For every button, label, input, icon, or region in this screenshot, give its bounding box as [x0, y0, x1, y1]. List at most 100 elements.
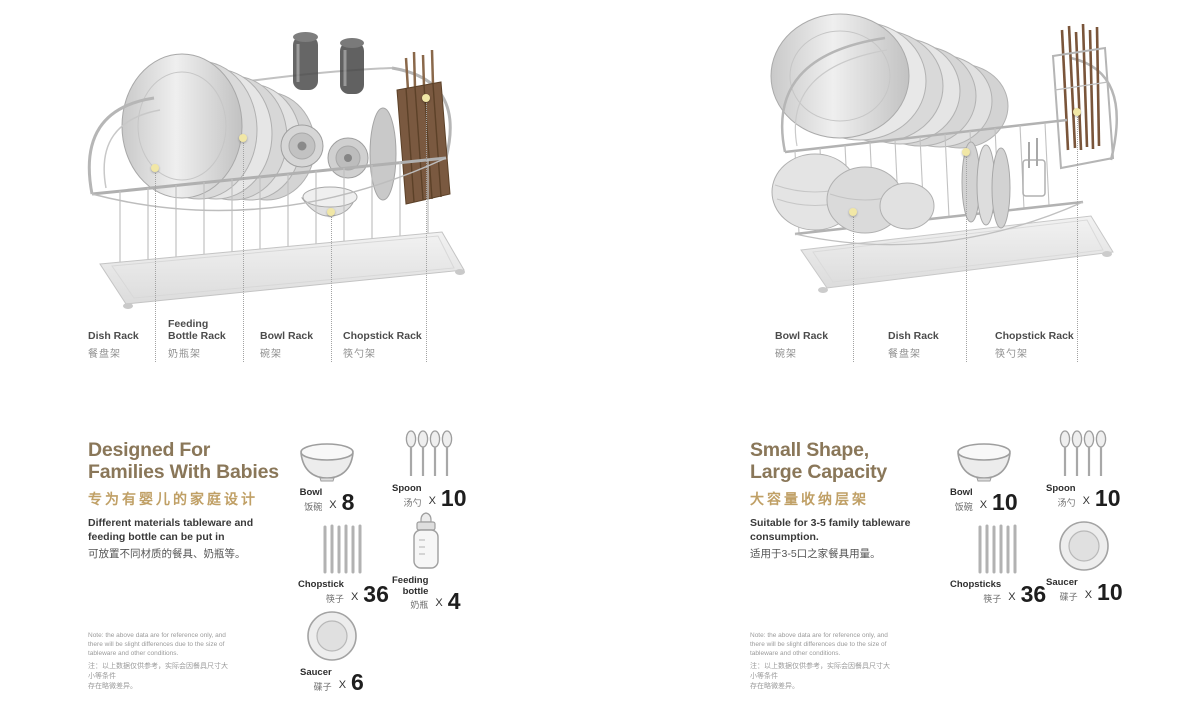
left-description-en: Different materials tableware and feedin…	[88, 517, 254, 543]
callout-feeding-bottle-rack: Feeding Bottle Rack 奶瓶架	[168, 318, 226, 360]
leader-line	[1077, 112, 1078, 362]
callout-label-en: Feeding Bottle Rack	[168, 318, 226, 343]
marker-dot	[151, 164, 159, 172]
saucer-icon	[1058, 516, 1110, 572]
right-section-title: Small Shape, Large Capacity	[750, 439, 888, 484]
callout-dish-rack: Dish Rack 餐盘架	[888, 330, 939, 360]
spec-saucer: Saucer 碟子 X 6	[300, 606, 364, 693]
callout-label-en: Chopstick Rack	[995, 330, 1074, 342]
marker-dot	[327, 208, 335, 216]
spec-times: X	[338, 678, 347, 691]
leader-line	[966, 152, 967, 362]
spec-times: X	[428, 494, 436, 507]
note-en: Note: the above data are for reference o…	[750, 632, 888, 658]
leader-line	[426, 98, 427, 362]
leader-line	[853, 212, 854, 362]
bowl-icon	[298, 426, 356, 482]
callout-label-zh: 碗架	[775, 349, 797, 361]
spec-spoon: Spoon 汤勺 X 10	[392, 422, 467, 509]
spoon-icon	[404, 422, 454, 478]
spec-label-zh: 筷子	[325, 593, 344, 604]
utensil-holder	[1022, 138, 1046, 197]
spec-count: 36	[363, 580, 389, 607]
left-subtitle-zh: 专为有婴儿的家庭设计	[88, 491, 258, 507]
marker-dot	[1073, 108, 1081, 116]
callout-label-en: Bowl Rack	[260, 330, 314, 342]
callout-label-zh: 筷勺架	[995, 349, 1028, 361]
callout-bowl-rack: Bowl Rack 碗架	[775, 330, 828, 360]
spec-label-en: Saucer	[300, 667, 332, 678]
saucer-icon	[306, 606, 358, 662]
spec-spoon: Spoon 汤勺 X 10	[1046, 422, 1121, 509]
spec-label-en: Bowl	[950, 487, 973, 498]
callout-chopstick-rack: Chopstick Rack 筷勺架	[343, 330, 422, 360]
leader-line	[331, 212, 332, 362]
spec-label-zh: 汤勺	[1057, 497, 1076, 508]
leader-line	[155, 168, 156, 362]
left-note: Note: the above data are for reference o…	[88, 631, 230, 692]
spec-label-en: Chopstick	[298, 579, 344, 590]
spec-count: 6	[351, 668, 364, 695]
spec-saucer: Saucer 碟子 X 10	[1046, 516, 1123, 603]
marker-dot	[849, 208, 857, 216]
note-en: Note: the above data are for reference o…	[88, 632, 226, 658]
spec-label-en: Feeding bottle	[392, 575, 429, 597]
callout-label-zh: 筷勺架	[343, 349, 376, 361]
callout-label-zh: 奶瓶架	[168, 349, 201, 361]
callout-dish-rack: Dish Rack 餐盘架	[88, 330, 139, 360]
callout-label-en: Dish Rack	[888, 330, 939, 342]
spec-label-zh: 碟子	[313, 681, 332, 692]
spec-label-en: Bowl	[299, 487, 323, 498]
chopstick-icon	[320, 518, 366, 574]
title-line-2: Families With Babies	[88, 460, 279, 483]
spec-label-zh: 碟子	[1059, 591, 1078, 602]
left-description-zh: 可放置不同材质的餐具、奶瓶等。	[88, 548, 246, 560]
spec-count: 10	[440, 484, 467, 511]
right-subtitle-zh: 大容量收纳层架	[750, 491, 869, 507]
marker-dot	[962, 148, 970, 156]
spec-chopstick: Chopstick 筷子 X 36	[298, 518, 389, 605]
title-line-2: Large Capacity	[750, 460, 888, 483]
title-line-1: Small Shape,	[750, 439, 869, 461]
spoon-icon	[1058, 422, 1108, 478]
spec-label-zh: 饭碗	[304, 501, 323, 512]
right-description-en: Suitable for 3-5 family tableware consum…	[750, 517, 911, 543]
bowls	[771, 153, 935, 234]
callout-label-en: Bowl Rack	[775, 330, 829, 342]
spec-label-zh: 筷子	[983, 593, 1002, 604]
spec-label-en: Saucer	[1046, 577, 1078, 588]
spec-count: 10	[1094, 484, 1121, 511]
spec-bowl: Bowl 饭碗 X 10	[950, 426, 1018, 513]
callout-label-en: Chopstick Rack	[343, 330, 422, 342]
spec-times: X	[350, 590, 359, 603]
spec-feeding-bottle: Feeding bottle 奶瓶 X 4	[392, 512, 461, 614]
spec-label-zh: 饭碗	[954, 501, 973, 512]
spec-count: 36	[1020, 580, 1047, 607]
spec-count: 4	[447, 587, 461, 614]
spec-label-zh: 汤勺	[403, 497, 422, 508]
left-section-title: Designed For Families With Babies	[88, 439, 279, 484]
spec-label-en: Spoon	[392, 483, 422, 494]
spec-label-zh: 奶瓶	[410, 600, 429, 611]
callout-label-zh: 碗架	[260, 349, 282, 361]
chopsticks	[404, 49, 435, 91]
right-description-zh: 适用于3-5口之家餐具用量。	[750, 548, 881, 560]
right-note: Note: the above data are for reference o…	[750, 631, 892, 692]
feeding-bottle-icon	[408, 512, 444, 570]
spec-count: 10	[1097, 578, 1123, 605]
callout-label-zh: 餐盘架	[88, 349, 121, 361]
spec-label-en: Spoon	[1046, 483, 1076, 494]
note-zh: 注：以上数据仅供参考，实际会因餐具尺寸大小等条件 存在略微差异。	[750, 663, 890, 690]
callout-label-en: Dish Rack	[88, 330, 139, 342]
spec-bowl: Bowl 饭碗 X 8	[298, 426, 356, 513]
spec-count: 8	[341, 488, 355, 515]
spec-times: X	[979, 498, 988, 511]
spec-label-en: Chopsticks	[950, 579, 1002, 590]
spec-count: 10	[992, 488, 1018, 515]
spec-times: X	[1084, 588, 1093, 601]
spec-times: X	[329, 498, 337, 511]
marker-dot	[239, 134, 247, 142]
spec-times: X	[435, 597, 443, 610]
chopstick-icon	[975, 518, 1021, 574]
